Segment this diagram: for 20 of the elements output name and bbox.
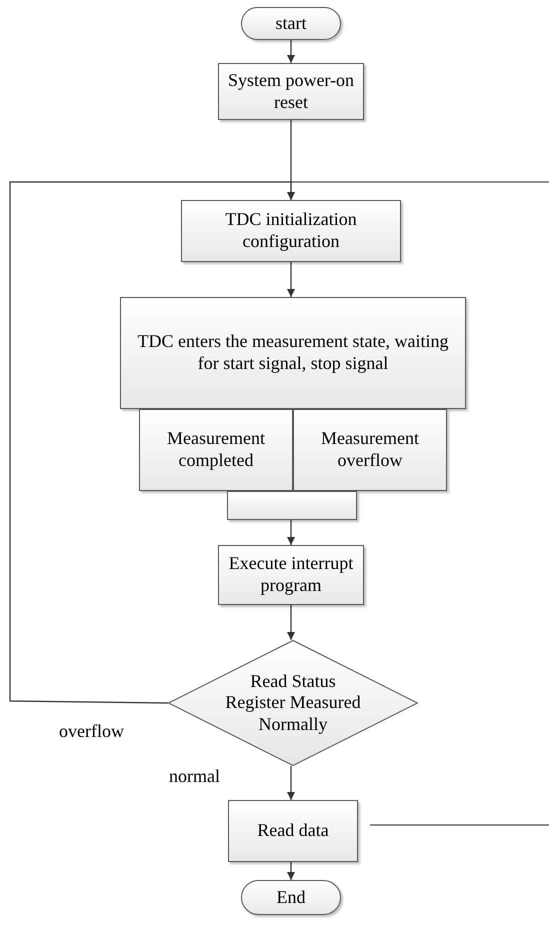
process-box: System power-on reset [218, 63, 364, 120]
process-box: Measurement completed [139, 409, 293, 491]
process-box: TDC enters the measurement state, waiting for start signal, stop signal [120, 297, 466, 409]
arrow [287, 40, 295, 63]
process-box: Measurement overflow [293, 409, 447, 491]
arrow [287, 766, 295, 800]
terminal-pill: start [241, 7, 341, 40]
edge-label: normal [167, 767, 222, 785]
arrow [287, 262, 295, 297]
process-box: Read data [228, 800, 358, 862]
node-text: Read Status Register Measured Normally [224, 670, 362, 736]
process-box [227, 491, 357, 520]
arrow [9, 181, 295, 704]
arrow [287, 520, 295, 545]
edge-label: overflow [57, 722, 126, 740]
terminal-pill: End [241, 880, 341, 915]
process-box: TDC initialization configuration [181, 200, 401, 262]
arrow [287, 605, 295, 640]
process-box: Execute interrupt program [218, 545, 364, 605]
arrow [287, 862, 295, 880]
